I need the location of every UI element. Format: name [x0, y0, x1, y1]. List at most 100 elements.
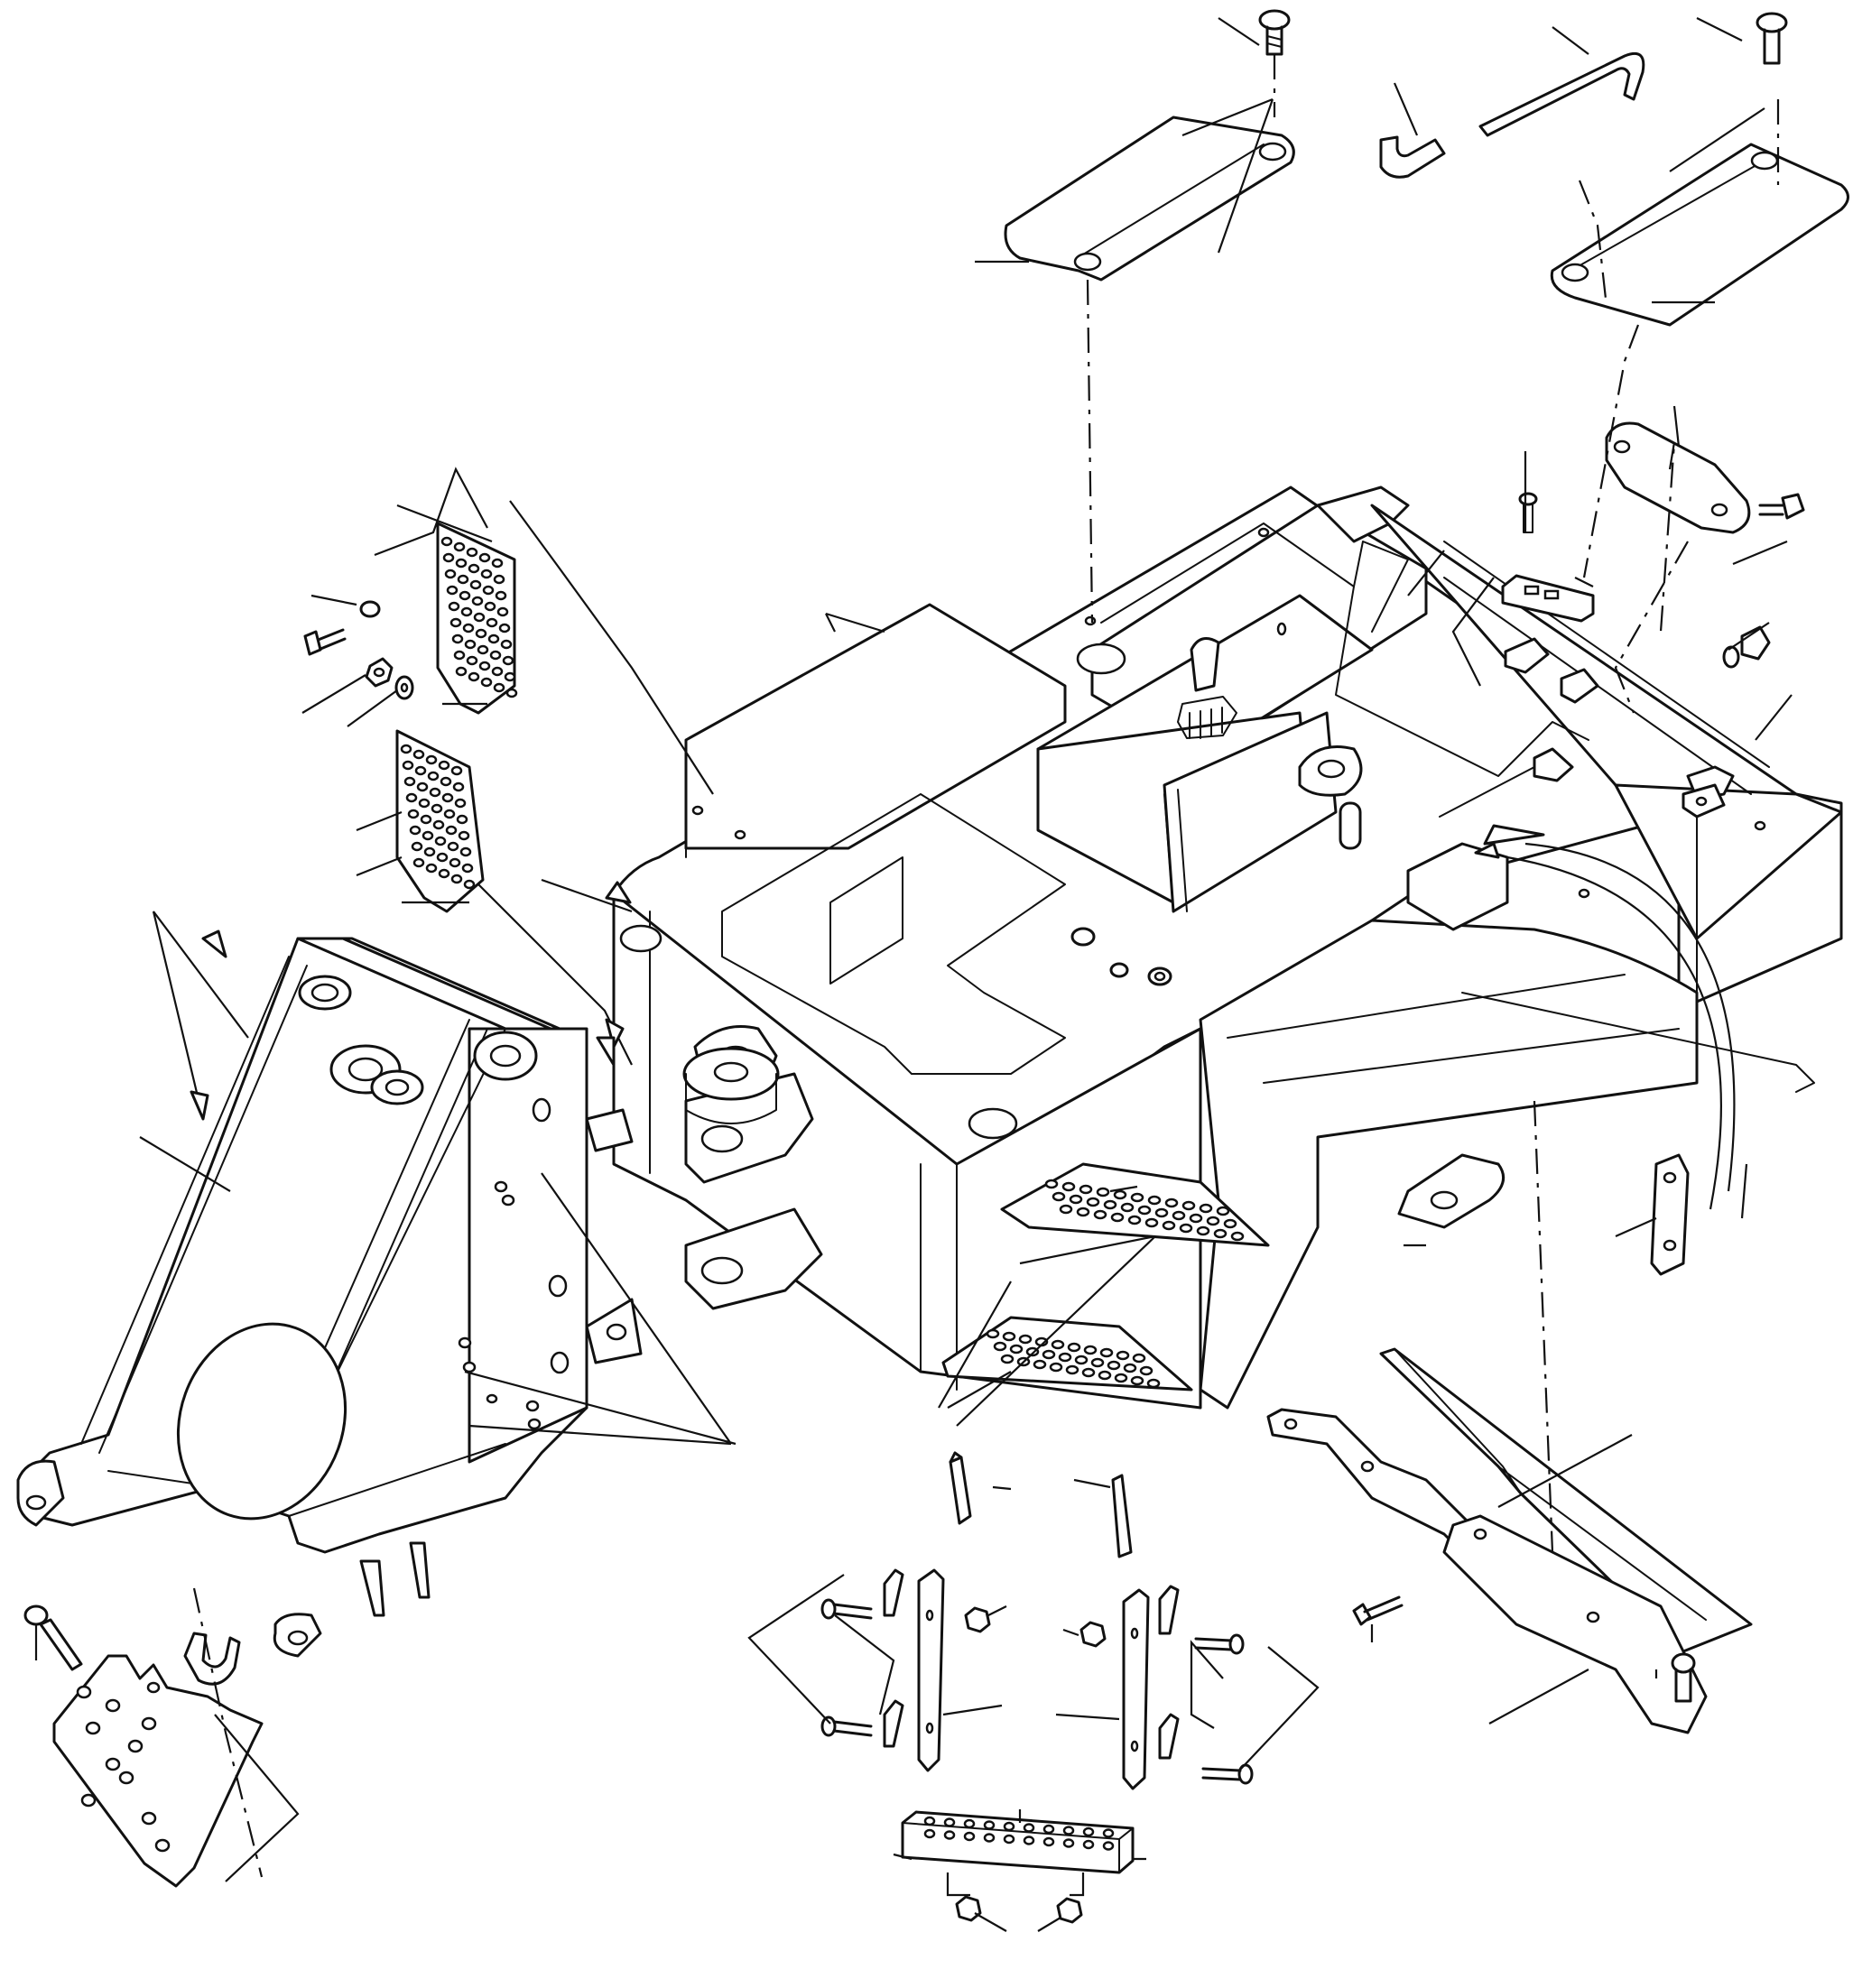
- anti-slip-hole: [462, 623, 475, 633]
- anti-slip-hole: [1181, 1200, 1196, 1211]
- inspection-cover: [1605, 421, 1751, 534]
- latch-pin: [1439, 747, 1574, 818]
- anti-slip-hole: [1230, 1231, 1245, 1242]
- anti-slip-hole: [1132, 1353, 1146, 1364]
- anti-slip-hole: [1139, 1365, 1153, 1376]
- anti-slip-hole: [443, 809, 456, 819]
- anti-slip-hole: [1147, 1195, 1162, 1206]
- spacer-plate-left: [949, 1451, 972, 1525]
- anti-slip-hole: [468, 671, 480, 682]
- frame-plug-1: [1070, 927, 1172, 986]
- anti-slip-hole: [453, 650, 466, 661]
- anti-slip-hole: [1002, 1331, 1016, 1342]
- anti-slip-hole: [1102, 1828, 1115, 1838]
- anti-slip-hole: [986, 1328, 1000, 1339]
- anti-slip-hole: [444, 569, 457, 579]
- lower-step-plate: [395, 729, 485, 913]
- anti-slip-hole: [452, 781, 465, 792]
- anti-slip-hole: [468, 563, 480, 574]
- anti-slip-hole: [403, 776, 416, 787]
- anti-slip-hole: [431, 803, 443, 814]
- anti-slip-hole: [1199, 1203, 1213, 1214]
- anti-slip-hole: [1090, 1357, 1105, 1368]
- anti-slip-hole: [993, 1341, 1007, 1352]
- anti-slip-hole: [502, 655, 514, 666]
- anti-slip-hole: [1098, 1370, 1112, 1381]
- leader-lines: [34, 17, 1793, 1932]
- anti-slip-hole: [459, 846, 472, 857]
- anti-slip-hole: [427, 771, 440, 781]
- anti-slip-hole: [1023, 1823, 1035, 1833]
- anti-slip-hole: [422, 830, 434, 841]
- anti-slip-hole: [1110, 1212, 1125, 1223]
- side-cover-plate: [1266, 1408, 1708, 1734]
- anti-slip-hole: [425, 754, 438, 765]
- anti-slip-hole: [1107, 1360, 1121, 1371]
- filler-plug: [1722, 625, 1771, 669]
- anti-slip-hole: [1213, 1228, 1228, 1239]
- anti-slip-hole: [504, 671, 516, 682]
- anti-slip-hole: [455, 558, 468, 569]
- anti-slip-hole: [486, 617, 498, 628]
- anti-slip-hole: [491, 558, 504, 569]
- anti-slip-hole: [1058, 1352, 1072, 1363]
- anti-slip-hole: [1116, 1350, 1130, 1361]
- anti-slip-hole: [1223, 1218, 1237, 1229]
- anti-slip-hole: [448, 601, 460, 612]
- direction-arrows: [190, 824, 1545, 1121]
- carriage-bolt-3: [1194, 1633, 1245, 1655]
- anti-slip-hole: [1059, 1204, 1073, 1215]
- anti-slip-hole: [438, 760, 450, 771]
- guard-bolt-1: [1352, 1595, 1404, 1626]
- anti-slip-hole: [434, 836, 447, 846]
- top-left-cover-bolt: [1258, 9, 1291, 56]
- hex-nut-2: [1079, 1621, 1107, 1648]
- anti-slip-hole: [1130, 1375, 1144, 1386]
- hex-nut-1: [964, 1606, 991, 1633]
- anti-slip-hole: [1033, 1359, 1047, 1370]
- spacer-plate-right: [1111, 1474, 1133, 1558]
- anti-slip-hole: [425, 863, 438, 874]
- anti-slip-hole: [420, 814, 432, 825]
- anti-slip-hole: [1179, 1223, 1193, 1234]
- anti-slip-hole: [1083, 1345, 1098, 1355]
- top-left-cover-plate: [1004, 116, 1295, 282]
- anti-slip-hole: [1009, 1344, 1024, 1355]
- anti-slip-hole: [1146, 1378, 1161, 1389]
- anti-slip-hole: [418, 798, 431, 809]
- guard-bolt-2: [1671, 1652, 1696, 1703]
- anti-slip-hole: [1164, 1197, 1179, 1208]
- anti-slip-hole: [1062, 1826, 1075, 1835]
- anti-slip-hole: [496, 606, 509, 617]
- anti-slip-hole: [1137, 1205, 1152, 1216]
- anti-slip-hole: [1172, 1210, 1186, 1221]
- anti-slip-hole: [1051, 1339, 1065, 1350]
- anti-slip-hole: [475, 628, 487, 639]
- anti-slip-hole: [455, 666, 468, 677]
- anti-slip-hole: [1069, 1194, 1083, 1205]
- clip-left-upper: [883, 1568, 904, 1617]
- anti-slip-hole: [491, 666, 504, 677]
- upper-step-plate: [436, 522, 518, 715]
- anti-slip-hole: [442, 552, 455, 563]
- anti-slip-hole: [983, 1833, 996, 1843]
- top-right-cover-bolt: [1756, 12, 1788, 65]
- step-bolt-1: [303, 600, 381, 656]
- cover-bolt: [1758, 493, 1805, 520]
- anti-slip-hole: [409, 825, 422, 836]
- anti-slip-hole: [498, 623, 511, 633]
- anti-slip-hole: [1003, 1821, 1015, 1832]
- anti-slip-hole: [423, 846, 436, 857]
- center-lines: [192, 54, 1780, 1878]
- anti-slip-hole: [449, 857, 461, 868]
- anti-slip-hole: [407, 809, 420, 819]
- anti-slip-hole: [1123, 1363, 1137, 1373]
- anti-slip-hole: [473, 612, 486, 623]
- anti-slip-hole: [923, 1828, 936, 1839]
- clamp-block-2: [1560, 668, 1599, 704]
- anti-slip-hole: [402, 760, 414, 771]
- anti-slip-hole: [1052, 1191, 1066, 1202]
- anti-slip-hole: [1154, 1207, 1169, 1218]
- anti-slip-hole: [493, 682, 505, 693]
